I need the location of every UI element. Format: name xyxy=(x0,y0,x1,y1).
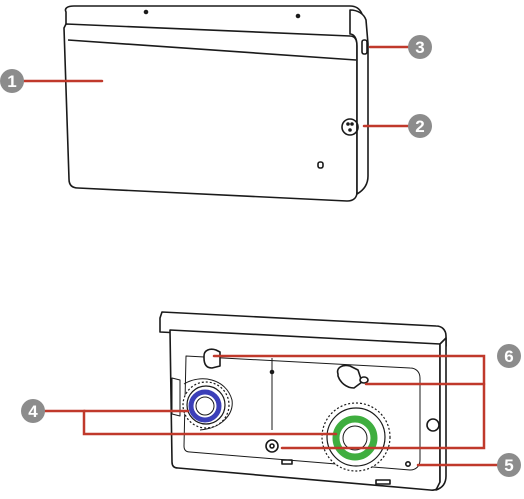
side-connector-pin xyxy=(351,123,353,125)
rear-small-hole xyxy=(406,462,410,466)
callout-badge-5: 5 xyxy=(497,453,521,477)
side-connector-pin xyxy=(349,129,351,131)
left-gear-hub xyxy=(196,397,214,415)
badge-label: 6 xyxy=(504,347,513,366)
rear-side-connector xyxy=(427,419,439,431)
badge-label: 5 xyxy=(504,456,513,475)
top-screw xyxy=(297,15,300,18)
callout-badge-2: 2 xyxy=(408,114,432,138)
callout-badge-3: 3 xyxy=(408,35,432,59)
left-gear-assembly xyxy=(183,382,229,428)
callout-badge-6: 6 xyxy=(497,344,521,368)
badge-label: 3 xyxy=(415,38,424,57)
device-front-view xyxy=(64,6,368,201)
right-gear-assembly xyxy=(322,403,390,471)
right-gear-hub xyxy=(343,426,367,450)
rear-latch-left xyxy=(204,349,220,368)
rear-latch-right-tip xyxy=(360,377,368,383)
rear-center-mark xyxy=(271,371,274,374)
badge-label: 1 xyxy=(7,72,16,91)
badge-label: 2 xyxy=(415,117,424,136)
top-screw xyxy=(145,11,148,14)
badge-label: 4 xyxy=(28,402,38,421)
callout-badge-4: 4 xyxy=(21,399,45,423)
callout-badge-1: 1 xyxy=(0,69,24,93)
rear-screw xyxy=(266,440,278,452)
side-connector-pin xyxy=(347,123,349,125)
